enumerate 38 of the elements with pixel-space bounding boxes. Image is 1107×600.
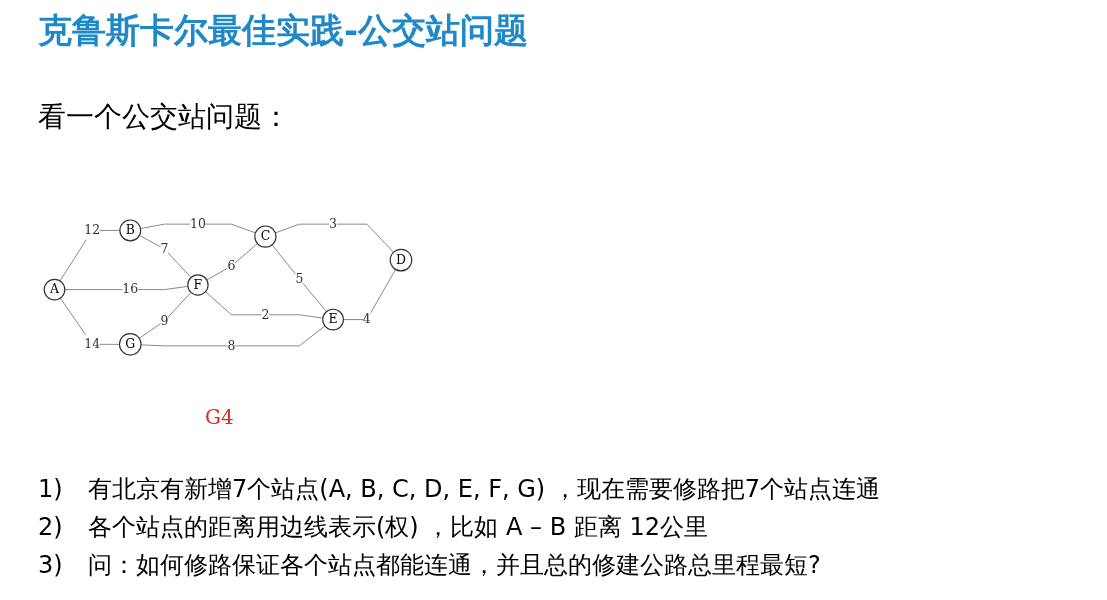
edge-label: 14 xyxy=(84,336,101,352)
edge-label: 2 xyxy=(261,307,270,322)
edge-label: 10 xyxy=(190,216,206,232)
node-circle: B xyxy=(119,219,142,242)
list-text: 各个站点的距离用边线表示(权) ，比如 A – B 距离 12公里 xyxy=(88,512,708,543)
node-circle: F xyxy=(187,274,209,296)
edge-label: 4 xyxy=(362,311,371,327)
connector xyxy=(140,223,256,234)
edge-label: 16 xyxy=(122,281,139,297)
edge-label: 6 xyxy=(227,258,236,274)
connector xyxy=(138,292,192,339)
edge-label: 7 xyxy=(160,241,169,256)
list-text: 有北京有新增7个站点(A, B, C, D, E, F, G) ，现在需要修路把7个站点连通 xyxy=(88,474,881,505)
list-number: 1) xyxy=(38,475,64,503)
edge-label: 12 xyxy=(84,222,101,238)
edge-label: 8 xyxy=(227,338,236,353)
node-circle: G xyxy=(118,332,142,356)
connector xyxy=(343,269,396,320)
list-text: 问：如何修路保证各个站点都能连通，并且总的修建公路总里程最短? xyxy=(88,550,821,581)
title: 克鲁斯卡尔最佳实践-公交站问题 xyxy=(38,9,529,52)
list-number: 2) xyxy=(38,513,64,541)
intro-text: 看一个公交站问题： xyxy=(38,99,290,135)
node-circle: A xyxy=(43,278,66,301)
connector xyxy=(60,297,120,345)
caption: G4 xyxy=(205,405,234,429)
node-circle: C xyxy=(254,225,277,248)
edge-label: 5 xyxy=(295,271,304,286)
node-circle: E xyxy=(322,308,344,331)
connector xyxy=(206,243,258,281)
connector xyxy=(64,285,189,290)
edge-label: 9 xyxy=(160,313,169,329)
connector xyxy=(271,244,327,312)
connector xyxy=(205,291,324,319)
connector xyxy=(274,223,394,253)
list-number: 3) xyxy=(38,551,64,579)
connector xyxy=(139,235,192,278)
edge-label: 3 xyxy=(329,216,338,232)
node-circle: D xyxy=(389,248,413,272)
